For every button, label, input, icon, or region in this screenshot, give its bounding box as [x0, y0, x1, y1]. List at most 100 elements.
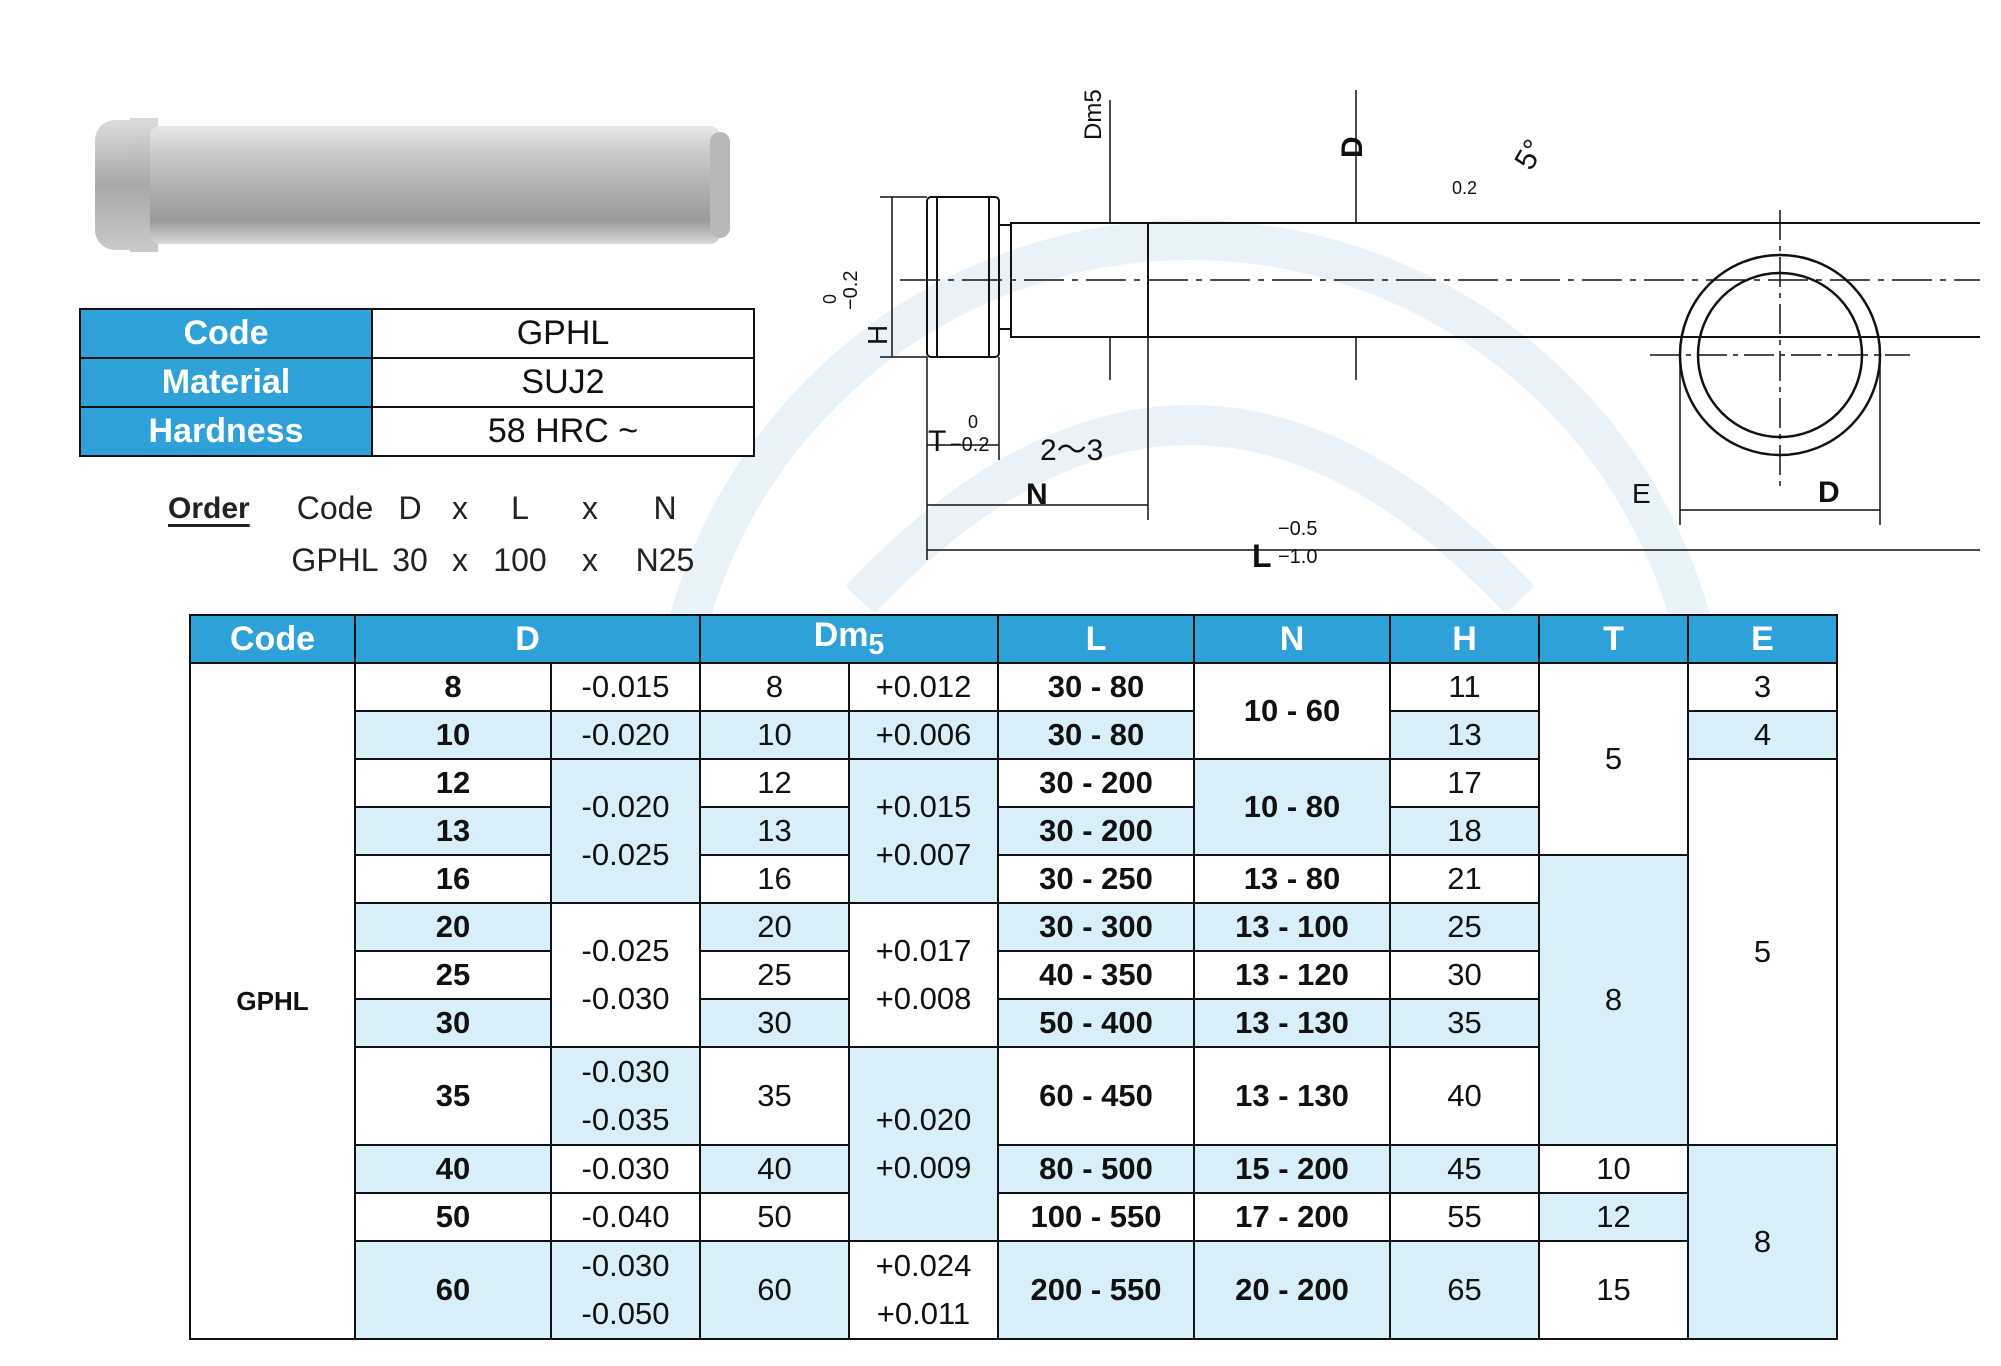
dtol-cell: -0.030 -0.050: [550, 1240, 701, 1340]
dtol-cell: -0.030 -0.035: [550, 1046, 701, 1146]
dtol-cell: -0.025 -0.030: [550, 902, 701, 1048]
d-cell: 16: [354, 854, 552, 904]
dm-cell: 12: [699, 758, 850, 808]
dmtol-cell: +0.017+0.008: [848, 902, 999, 1048]
dtol-cell: -0.040: [550, 1192, 701, 1242]
d-end-label: D: [1818, 476, 1840, 509]
n-cell: 13 - 120: [1193, 950, 1391, 1000]
n-cell: 13 - 130: [1193, 998, 1391, 1048]
l-cell: 80 - 500: [997, 1144, 1195, 1194]
h-label: H: [862, 324, 893, 345]
d-cell: 40: [354, 1144, 552, 1194]
header-e: E: [1687, 614, 1838, 664]
l-label: L: [1252, 538, 1272, 574]
dmtol-line: +0.020: [875, 1102, 972, 1137]
order-example-x1: x: [452, 542, 468, 578]
h-cell: 40: [1389, 1046, 1540, 1146]
dmtol-cell: +0.006: [848, 710, 999, 760]
dm-cell: 25: [699, 950, 850, 1000]
d-top-label: D: [1336, 136, 1369, 158]
dtol-line: -0.030: [581, 1248, 670, 1283]
dmtol-cell: +0.020+0.009: [848, 1046, 999, 1242]
order-header-n: N: [653, 490, 677, 526]
h-cell: 17: [1389, 758, 1540, 808]
dm-cell: 40: [699, 1144, 850, 1194]
header-t: T: [1538, 614, 1689, 664]
n-cell: 15 - 200: [1193, 1144, 1391, 1194]
dm-cell: 60: [699, 1240, 850, 1340]
header-dm5: Dm5: [699, 614, 999, 664]
l-cell: 100 - 550: [997, 1192, 1195, 1242]
order-example-l: 100: [493, 542, 547, 578]
h-cell: 45: [1389, 1144, 1540, 1194]
spec-label-code: Code: [79, 308, 373, 359]
dm-cell: 8: [699, 662, 850, 712]
spec-value-material: SUJ2: [371, 357, 755, 408]
dmtol-line: +0.008: [875, 981, 972, 1016]
order-example-n: N25: [635, 542, 695, 578]
dtol-line: -0.020: [581, 789, 670, 824]
dtol-line: -0.035: [581, 1102, 670, 1137]
n-cell: 13 - 130: [1193, 1046, 1391, 1146]
dimension-table: Code D Dm5 L N H T E GPHL 8 -0.015 8 +0.…: [189, 614, 1838, 1340]
l-cell: 200 - 550: [997, 1240, 1195, 1340]
t-label: T: [928, 425, 947, 458]
t-cell: 10: [1538, 1144, 1689, 1194]
d-cell: 20: [354, 902, 552, 952]
t-tol-dn: −0.2: [950, 434, 990, 456]
spec-label-hardness: Hardness: [79, 406, 373, 457]
l-cell: 30 - 200: [997, 758, 1195, 808]
d-cell: 13: [354, 806, 552, 856]
dtol-line: -0.030: [581, 981, 670, 1016]
n-cell: 20 - 200: [1193, 1240, 1391, 1340]
l-cell: 30 - 80: [997, 710, 1195, 760]
header-d: D: [354, 614, 701, 664]
code-cell: GPHL: [189, 662, 356, 1340]
dm-cell: 20: [699, 902, 850, 952]
spec-value-hardness: 58 HRC ~: [371, 406, 755, 457]
l-cell: 50 - 400: [997, 998, 1195, 1048]
dtol-line: -0.025: [581, 933, 670, 968]
dtol-line: -0.050: [581, 1296, 670, 1331]
t-cell: 15: [1538, 1240, 1689, 1340]
dmtol-cell: +0.024+0.011: [848, 1240, 999, 1340]
spec-value-code: GPHL: [371, 308, 755, 359]
dtol-cell: -0.020: [550, 710, 701, 760]
d-cell: 35: [354, 1046, 552, 1146]
l-cell: 30 - 300: [997, 902, 1195, 952]
n-cell: 13 - 80: [1193, 854, 1391, 904]
dmtol-cell: +0.012: [848, 662, 999, 712]
dmtol-cell: +0.015 +0.007: [848, 758, 999, 904]
l-cell: 30 - 200: [997, 806, 1195, 856]
dtol-cell: -0.030: [550, 1144, 701, 1194]
order-header-x1: x: [452, 490, 468, 526]
h-cell: 65: [1389, 1240, 1540, 1340]
dmtol-line: +0.015: [875, 789, 972, 824]
header-dm5-main: Dm: [813, 616, 869, 655]
n-label: N: [1026, 478, 1048, 511]
d-cell: 25: [354, 950, 552, 1000]
d-cell: 30: [354, 998, 552, 1048]
t-cell: 8: [1538, 854, 1689, 1146]
e-cell: 8: [1687, 1144, 1838, 1340]
header-h: H: [1389, 614, 1540, 664]
dm-cell: 35: [699, 1046, 850, 1146]
order-example-d: 30: [392, 542, 428, 578]
dtol-line: -0.030: [581, 1054, 670, 1089]
header-l: L: [997, 614, 1195, 664]
dmtol-line: +0.007: [875, 837, 972, 872]
spec-label-material: Material: [79, 357, 373, 408]
technical-drawing: [880, 90, 1980, 560]
h-tol-up: 0: [820, 293, 840, 304]
l-tol-dn: −1.0: [1278, 546, 1318, 568]
h-cell: 30: [1389, 950, 1540, 1000]
dm-cell: 30: [699, 998, 850, 1048]
order-header-code: Code: [296, 490, 374, 526]
h-cell: 35: [1389, 998, 1540, 1048]
n-cell: 17 - 200: [1193, 1192, 1391, 1242]
dtol-line: -0.025: [581, 837, 670, 872]
e-cell: 4: [1687, 710, 1838, 760]
dmtol-line: +0.011: [876, 1296, 971, 1331]
dm-cell: 50: [699, 1192, 850, 1242]
